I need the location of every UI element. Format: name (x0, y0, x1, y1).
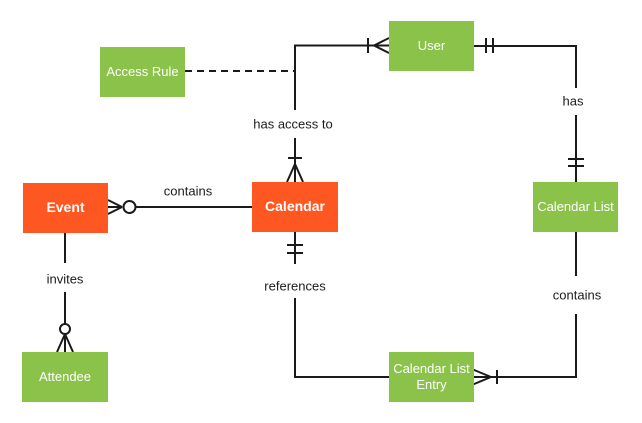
entity-calendar[interactable]: Calendar (252, 182, 338, 232)
edge-has (474, 38, 584, 182)
zero-ring-icon (59, 323, 71, 335)
entity-label: User (417, 37, 446, 53)
entity-calendar-list-entry[interactable]: Calendar List Entry (389, 352, 474, 402)
entity-label: Event (46, 199, 85, 216)
one-and-only-one-ticks-icon (568, 158, 584, 167)
entity-user[interactable]: User (389, 21, 474, 71)
crows-foot-many-icon (286, 163, 304, 183)
zero-ring-icon (122, 200, 137, 214)
edge-line (294, 44, 374, 110)
crows-foot-many-icon (107, 199, 123, 215)
entity-label: Calendar List (537, 198, 614, 214)
entity-label: Attendee (38, 368, 92, 384)
entity-label: Calendar (265, 198, 325, 215)
edge-label-has: has (560, 93, 586, 109)
one-and-only-one-ticks-icon (485, 38, 494, 53)
entity-calendar-list[interactable]: Calendar List (533, 182, 618, 232)
edge-label-has-access-to: has access to (251, 116, 335, 132)
entity-event[interactable]: Event (23, 183, 108, 233)
crows-foot-many-icon (56, 333, 74, 353)
crows-foot-many-icon (373, 37, 390, 54)
edge-line (294, 230, 389, 378)
edge-has-access-to (286, 37, 390, 183)
edge-contains-list-entry (472, 232, 577, 386)
edge-references (287, 230, 389, 378)
entity-attendee[interactable]: Attendee (22, 352, 108, 402)
entity-access-rule[interactable]: Access Rule (100, 47, 185, 97)
edge-label-invites: invites (44, 271, 86, 287)
edge-line (473, 232, 577, 378)
entity-label: Calendar List Entry (393, 360, 470, 392)
crows-foot-many-icon (472, 368, 492, 386)
edge-invites (56, 233, 74, 353)
edge-label-references: references (262, 278, 328, 294)
edge-contains-event-calendar (107, 199, 252, 215)
one-and-only-one-ticks-icon (287, 244, 303, 254)
entity-label: Access Rule (106, 63, 179, 79)
edge-line (474, 45, 577, 88)
edge-label-contains-event: contains (161, 183, 215, 199)
edge-label-contains-list: contains (550, 287, 604, 303)
